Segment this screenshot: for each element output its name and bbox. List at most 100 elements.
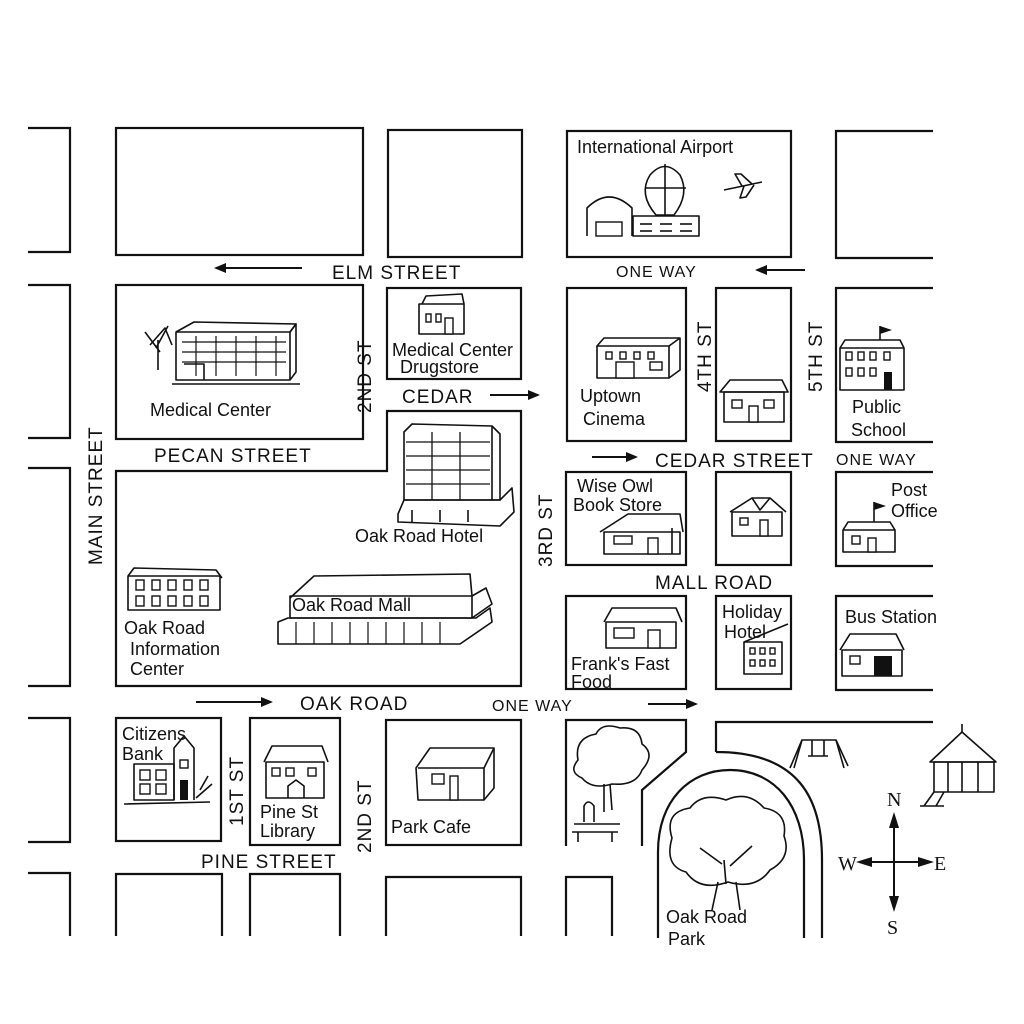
medical-center-building-icon [144,321,300,385]
label-post-line2: Office [891,501,938,521]
label-3rd-st: 3RD ST [536,493,557,567]
block-drugstore [385,286,523,381]
label-bookstore-line2: Book Store [573,495,662,515]
label-franks-line2: Food [571,672,612,692]
block-cafe [384,718,523,847]
label-school-line2: School [851,420,906,440]
label-main-street: MAIN STREET [86,426,107,565]
arrow-cedar-street-east [592,452,638,462]
block-post-office [834,470,933,568]
block-park [656,720,933,938]
house-icon [719,379,789,423]
swing-set-icon [789,739,849,769]
block-row5-left-edge [28,716,72,844]
label-pecan-street: PECAN STREET [154,446,312,467]
library-building-icon [263,745,329,799]
block-medical-center [114,283,365,441]
block-bookstore [564,470,688,567]
arrow-oneway-top-west [755,265,805,275]
label-bank-line1: Citizens [122,724,186,744]
bank-building-icon [123,735,213,805]
block-house [714,470,793,567]
label-park-line2: Park [668,929,706,949]
compass-south: S [887,917,898,939]
mall-building-icon [277,573,493,645]
label-park-line1: Oak Road [666,907,747,927]
label-2nd-st-bottom: 2ND ST [355,779,376,853]
airport-terminal-icon [586,164,700,237]
drugstore-building-icon [418,293,465,335]
label-medical-center: Medical Center [150,400,271,420]
label-one-way-top: ONE WAY [616,264,697,281]
label-cedar-street: CEDAR STREET [655,451,814,472]
block-row2-right-edge [834,286,933,444]
label-5th-st: 5TH ST [806,321,827,392]
label-info-line1: Oak Road [124,618,205,638]
label-airport: International Airport [577,137,733,157]
cinema-building-icon [596,337,681,379]
label-4th-st: 4TH ST [695,321,716,392]
label-one-way-oak: ONE WAY [492,698,573,715]
label-cinema-line2: Cinema [583,409,646,429]
tree-and-bench-icon [572,725,650,842]
holiday-hotel-building-icon [743,623,789,675]
compass-east: E [934,853,946,875]
label-bus-station: Bus Station [845,607,937,627]
park-tree-icon [669,795,787,911]
label-one-way-cedar: ONE WAY [836,452,917,469]
block-row1-left-edge [28,126,72,254]
block-holiday-hotel [714,594,793,691]
label-cinema-line1: Uptown [580,386,641,406]
label-pine-street: PINE STREET [201,852,337,873]
label-drugstore-line2: Drugstore [400,357,479,377]
label-library-line1: Pine St [260,802,318,822]
block-row6-a [114,872,224,936]
block-row1-b [386,128,524,259]
block-row1-a [114,126,365,257]
block-park-left [564,718,688,846]
block-row2-left-edge [28,283,72,440]
information-center-building-icon [127,567,223,611]
label-drugstore-line1: Medical Center [392,340,513,360]
block-airport [565,129,793,259]
label-oak-road: OAK ROAD [300,694,408,715]
block-row1-right-edge [834,129,933,260]
block-row6-left-edge [28,871,72,936]
arrow-cedar-east [490,390,540,400]
label-holiday-line1: Holiday [722,602,782,622]
arrow-oneway-oak-east [648,699,698,709]
label-bookstore-line1: Wise Owl [577,476,653,496]
compass-west: W [838,853,857,875]
label-library-line2: Library [260,821,315,841]
block-bus-station [834,594,933,692]
label-2nd-st-top: 2ND ST [355,339,376,413]
block-row6-d [564,875,614,936]
label-post-line1: Post [891,480,927,500]
block-school-row-small [714,286,793,443]
label-mall-road: MALL ROAD [655,573,773,594]
label-cedar-short: CEDAR [402,387,474,408]
bookstore-building-icon [599,513,684,555]
label-1st-st: 1ST ST [227,756,248,826]
block-left-edge-middle [28,466,72,688]
post-office-building-icon [842,502,896,553]
block-row6-b [248,872,342,936]
label-info-line3: Center [130,659,184,679]
small-house-icon [729,497,787,537]
compass-rose-icon [856,812,934,912]
school-building-icon [839,326,905,391]
label-holiday-line2: Hotel [724,622,766,642]
label-school-line1: Public [852,397,901,417]
gazebo-icon [920,724,997,807]
label-info-line2: Information [130,639,220,659]
arrow-oak-road-east [196,697,273,707]
arrow-elm-west [214,263,302,273]
label-oak-road-mall: Oak Road Mall [292,595,411,615]
block-bank [114,716,223,843]
block-franks [564,594,688,691]
block-hotel-mall [114,409,523,688]
label-franks-line1: Frank's Fast [571,654,669,674]
block-library [248,716,342,847]
label-bank-line2: Bank [122,744,164,764]
